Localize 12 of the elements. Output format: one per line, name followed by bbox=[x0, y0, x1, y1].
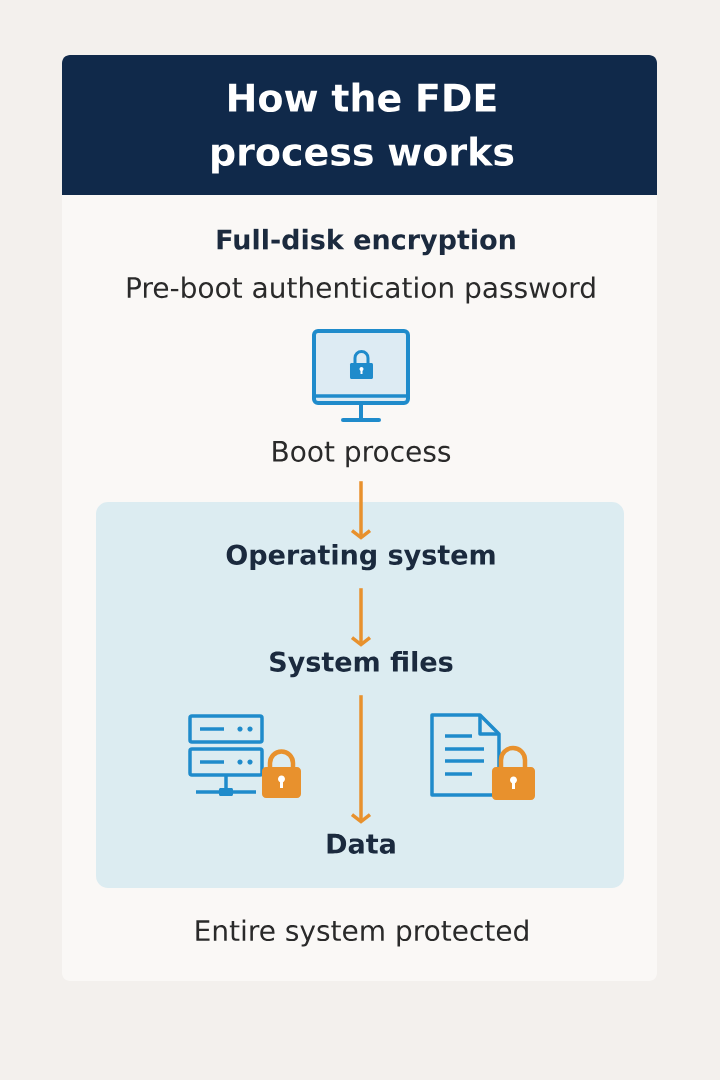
step-label: Data bbox=[327, 833, 395, 854]
panel bbox=[96, 502, 624, 888]
title-banner: How the FDE process works bbox=[62, 55, 657, 195]
step-label: Operating system bbox=[226, 544, 495, 571]
step-label: System files bbox=[270, 651, 453, 678]
arrow bbox=[350, 695, 372, 824]
step-label: Boot process bbox=[273, 441, 451, 468]
arrow bbox=[350, 588, 372, 647]
subtitle: Pre-boot authentication password bbox=[127, 276, 595, 304]
footer-note: Entire system protected bbox=[196, 919, 528, 947]
heading: Full-disk encryption bbox=[217, 228, 515, 256]
arrow bbox=[350, 481, 372, 540]
